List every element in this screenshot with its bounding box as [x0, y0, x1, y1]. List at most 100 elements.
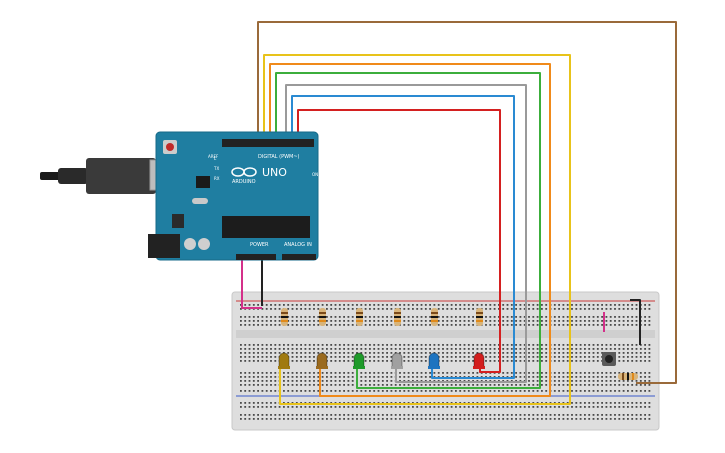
- breadboard-hole: [648, 320, 651, 322]
- breadboard-hole: [506, 406, 509, 408]
- breadboard-hole: [403, 418, 406, 420]
- breadboard-hole: [618, 356, 621, 358]
- breadboard-hole: [592, 380, 595, 382]
- breadboard-hole: [321, 344, 324, 346]
- breadboard-hole: [326, 406, 328, 408]
- breadboard-hole: [618, 360, 621, 362]
- breadboard-hole: [252, 356, 255, 358]
- breadboard-hole: [463, 348, 466, 350]
- breadboard-hole: [459, 384, 462, 386]
- breadboard-hole: [321, 390, 324, 392]
- breadboard-hole: [291, 316, 294, 318]
- breadboard-hole: [523, 372, 526, 374]
- breadboard-hole: [369, 348, 371, 350]
- breadboard-hole: [407, 372, 410, 374]
- breadboard-hole: [373, 414, 376, 416]
- breadboard-hole: [631, 320, 634, 322]
- breadboard-hole: [300, 372, 302, 374]
- breadboard-hole: [369, 360, 371, 362]
- breadboard-hole: [330, 390, 333, 392]
- breadboard-hole: [373, 372, 376, 374]
- breadboard-hole: [566, 320, 569, 322]
- breadboard-hole: [584, 320, 586, 322]
- breadboard-hole: [416, 344, 419, 346]
- breadboard-hole: [450, 376, 453, 378]
- breadboard-hole: [498, 390, 500, 392]
- breadboard-hole: [369, 384, 371, 386]
- breadboard-hole: [639, 352, 642, 354]
- breadboard-hole: [403, 356, 406, 358]
- breadboard-hole: [446, 418, 449, 420]
- breadboard-hole: [455, 390, 457, 392]
- breadboard-hole: [300, 344, 302, 346]
- breadboard[interactable]: [231, 291, 660, 431]
- breadboard-hole: [278, 418, 281, 420]
- breadboard-hole: [295, 402, 298, 404]
- on-label: ON: [312, 172, 318, 177]
- breadboard-hole: [265, 308, 268, 310]
- arduino-uno[interactable]: DIGITAL (PWM~) AREF ARDUINO UNO ON TX RX…: [148, 131, 319, 261]
- breadboard-hole: [480, 304, 483, 306]
- breadboard-hole: [476, 376, 479, 378]
- breadboard-hole: [313, 418, 315, 420]
- breadboard-hole: [403, 324, 406, 326]
- breadboard-hole: [403, 352, 406, 354]
- breadboard-hole: [579, 348, 582, 350]
- breadboard-hole: [248, 390, 251, 392]
- breadboard-hole: [330, 372, 333, 374]
- breadboard-hole: [424, 356, 427, 358]
- push-button[interactable]: [602, 352, 616, 366]
- breadboard-hole: [618, 414, 621, 416]
- breadboard-hole: [291, 402, 294, 404]
- breadboard-hole: [541, 356, 543, 358]
- breadboard-hole: [317, 384, 320, 386]
- breadboard-hole: [584, 356, 586, 358]
- breadboard-hole: [627, 360, 629, 362]
- breadboard-hole: [265, 324, 268, 326]
- breadboard-hole: [304, 360, 307, 362]
- breadboard-hole: [519, 308, 522, 310]
- breadboard-hole: [386, 380, 388, 382]
- breadboard-hole: [519, 418, 522, 420]
- breadboard-hole: [373, 316, 376, 318]
- breadboard-hole: [467, 304, 470, 306]
- breadboard-hole: [579, 320, 582, 322]
- breadboard-hole: [592, 352, 595, 354]
- breadboard-hole: [515, 348, 517, 350]
- breadboard-hole: [390, 376, 393, 378]
- breadboard-hole: [291, 348, 294, 350]
- breadboard-hole: [498, 356, 500, 358]
- breadboard-hole: [631, 418, 634, 420]
- breadboard-hole: [317, 348, 320, 350]
- breadboard-hole: [274, 418, 277, 420]
- breadboard-hole: [257, 316, 259, 318]
- breadboard-hole: [317, 402, 320, 404]
- breadboard-hole: [270, 390, 272, 392]
- breadboard-hole: [648, 324, 651, 326]
- breadboard-hole: [614, 402, 616, 404]
- breadboard-hole: [377, 360, 380, 362]
- breadboard-hole: [270, 372, 272, 374]
- breadboard-hole: [356, 402, 358, 404]
- breadboard-hole: [639, 356, 642, 358]
- breadboard-hole: [330, 402, 333, 404]
- breadboard-hole: [416, 320, 419, 322]
- breadboard-hole: [403, 308, 406, 310]
- breadboard-hole: [283, 348, 285, 350]
- breadboard-hole: [532, 324, 535, 326]
- breadboard-hole: [601, 414, 603, 416]
- breadboard-hole: [532, 360, 535, 362]
- breadboard-hole: [463, 372, 466, 374]
- breadboard-hole: [407, 414, 410, 416]
- breadboard-hole: [377, 316, 380, 318]
- breadboard-hole: [291, 372, 294, 374]
- breadboard-hole: [536, 402, 539, 404]
- breadboard-hole: [485, 418, 487, 420]
- breadboard-hole: [265, 344, 268, 346]
- usb-chip: [196, 176, 210, 188]
- breadboard-hole: [338, 380, 341, 382]
- breadboard-hole: [463, 360, 466, 362]
- power-label: POWER: [250, 242, 269, 248]
- breadboard-hole: [476, 384, 479, 386]
- breadboard-hole: [635, 308, 638, 310]
